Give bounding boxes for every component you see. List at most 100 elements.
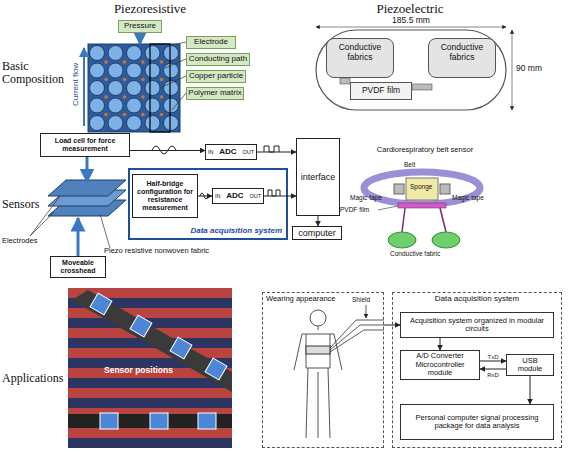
pressure-arrow bbox=[139, 33, 142, 44]
connector-arrow bbox=[384, 325, 400, 326]
photo-shirt bbox=[68, 288, 232, 448]
polymer-cell bbox=[90, 116, 105, 131]
sensor-pad bbox=[150, 413, 168, 429]
copper-particle bbox=[123, 113, 127, 117]
composite-grid bbox=[88, 44, 180, 132]
callout-box: Pressure bbox=[118, 20, 162, 33]
copper-particle bbox=[123, 78, 127, 82]
copper-particle bbox=[160, 78, 164, 82]
node-text: Pressure bbox=[124, 22, 156, 31]
part-label: Magic tape bbox=[350, 194, 394, 201]
copper-particle bbox=[104, 113, 108, 117]
conductive-fabric bbox=[388, 232, 416, 248]
leader-line bbox=[160, 76, 186, 88]
connector-arrow bbox=[318, 216, 319, 226]
conductive-fabric bbox=[432, 232, 460, 248]
polymer-cell bbox=[108, 98, 123, 113]
sensor-strap bbox=[72, 290, 232, 392]
polymer-cell bbox=[90, 46, 105, 61]
node-text: A/D Converter Microcontroller module bbox=[403, 352, 477, 377]
digital-signal bbox=[264, 146, 279, 152]
group-box: Data acquisition systemHalf-bridge confi… bbox=[128, 168, 288, 240]
process-box: interface bbox=[296, 138, 340, 216]
magic-tape bbox=[394, 184, 404, 194]
node-text: IN bbox=[215, 193, 221, 199]
node-text: ADC bbox=[226, 192, 243, 201]
copper-particle bbox=[141, 78, 145, 82]
copper-particle bbox=[104, 95, 108, 99]
polymer-cell bbox=[145, 98, 160, 113]
copper-particle bbox=[160, 60, 164, 64]
part-label: Piezo resistive nonwoven fabric bbox=[104, 247, 254, 255]
part-label: Sponge bbox=[410, 183, 446, 190]
current-arrow bbox=[83, 48, 85, 126]
dimension-line bbox=[316, 27, 506, 28]
node-text: Moveable crosshead bbox=[52, 259, 104, 275]
flow-label: Current flow bbox=[72, 54, 81, 114]
callout-box: Polymer matrix bbox=[186, 87, 244, 100]
copper-particle bbox=[160, 113, 164, 117]
analog-signal bbox=[200, 193, 208, 199]
belt-sensor bbox=[306, 346, 330, 354]
leader-line bbox=[30, 212, 54, 236]
callout-box: Copper particle bbox=[186, 70, 246, 83]
pvdf-film bbox=[398, 203, 446, 208]
copper-particle bbox=[123, 95, 127, 99]
polymer-cell bbox=[90, 81, 105, 96]
connector-arrow bbox=[440, 338, 441, 350]
body-head bbox=[310, 310, 326, 326]
polymer-cell bbox=[127, 46, 142, 61]
polymer-cell bbox=[108, 46, 123, 61]
process-box: Half-bridge configuration for resistance… bbox=[132, 174, 198, 218]
electrode-box: Conductive fabrics bbox=[326, 38, 394, 78]
adc-box: INADCOUT bbox=[212, 188, 264, 204]
polymer-cell bbox=[127, 116, 142, 131]
node-text: Acquisition system organized in modular … bbox=[403, 317, 551, 334]
leader-line bbox=[165, 59, 186, 68]
signal-wire bbox=[330, 330, 384, 352]
connector-arrow bbox=[198, 196, 212, 197]
sensor-pad bbox=[170, 337, 192, 359]
node-text: Conductive fabrics bbox=[327, 43, 393, 62]
sensor-outline bbox=[316, 30, 506, 110]
shirt-stripes bbox=[68, 298, 232, 448]
node-text: PVDF film bbox=[362, 86, 400, 96]
analog-signal bbox=[152, 146, 176, 154]
module-box: Personal computer signal processing pack… bbox=[400, 404, 554, 440]
node-text: Load cell for force measurement bbox=[42, 137, 128, 153]
shield-arrow bbox=[366, 305, 367, 318]
node-text: Electrode bbox=[194, 38, 228, 47]
leader-line bbox=[172, 93, 186, 110]
signal-wire bbox=[330, 320, 384, 348]
signal-wire bbox=[330, 325, 384, 350]
figure-label: Cardiorespiratory belt sensor bbox=[360, 146, 490, 154]
connector-arrow bbox=[130, 150, 205, 151]
copper-particle bbox=[123, 60, 127, 64]
part-label: Shield bbox=[352, 296, 382, 303]
polymer-cells bbox=[90, 46, 179, 131]
sensor-pads bbox=[90, 293, 227, 429]
film-tab bbox=[340, 78, 350, 84]
leader-line bbox=[168, 42, 186, 46]
process-box: Load cell for force measurement bbox=[40, 133, 130, 157]
column-heading: Piezoresistive bbox=[95, 2, 205, 16]
sensor-pad bbox=[198, 413, 216, 429]
sensor-belt bbox=[68, 414, 232, 428]
polymer-cell bbox=[90, 98, 105, 113]
dimension-label: 90 mm bbox=[516, 64, 564, 73]
copper-particle bbox=[141, 113, 145, 117]
row-heading: Basic Composition bbox=[2, 60, 74, 86]
node-text: OUT bbox=[242, 149, 254, 155]
part-label: Belt bbox=[404, 161, 434, 168]
shirt-stripe bbox=[68, 398, 232, 408]
polymer-cell bbox=[90, 63, 105, 78]
film-box: PVDF film bbox=[350, 82, 412, 100]
node-text: interface bbox=[301, 172, 336, 182]
node-text: Half-bridge configuration for resistance… bbox=[134, 180, 196, 211]
dimension-line bbox=[512, 30, 513, 110]
column-heading: Piezoelectric bbox=[355, 2, 465, 16]
node-text: Copper particle bbox=[189, 72, 243, 81]
node-text: Polymer matrix bbox=[188, 89, 241, 98]
node-text: IN bbox=[208, 149, 214, 155]
